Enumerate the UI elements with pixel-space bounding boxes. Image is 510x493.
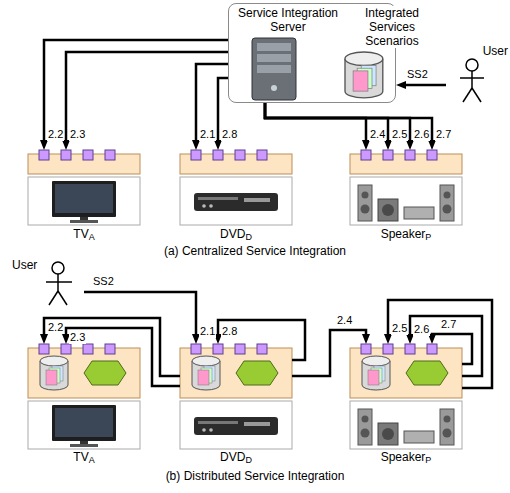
callout-number: 2.1 — [199, 128, 216, 141]
user-figure — [460, 59, 484, 102]
callout-number: 2.7 — [440, 318, 457, 331]
callout-number: 2.3 — [69, 331, 86, 344]
callout-number: 2.8 — [221, 128, 238, 141]
user-figure — [58, 291, 67, 305]
panel-caption: (a) Centralized Service Integration — [0, 244, 510, 258]
device-name: SpeakerP — [350, 450, 462, 464]
user-figure — [46, 262, 72, 305]
service-bar — [180, 150, 292, 174]
callout-number: 2.2 — [47, 321, 64, 334]
subscript: D — [245, 455, 252, 465]
user-figure — [49, 291, 58, 305]
speaker-picture — [358, 409, 454, 445]
device-frame — [180, 177, 292, 225]
device-name: DVDD — [180, 450, 292, 464]
service-bar — [28, 344, 140, 398]
service-bar — [180, 344, 292, 398]
server-icon — [252, 38, 296, 100]
device-name: SpeakerP — [350, 227, 462, 241]
user-figure — [466, 59, 478, 71]
user-label: User — [446, 44, 508, 58]
device-name: DVDD — [180, 227, 292, 241]
callout-number: 2.6 — [413, 323, 430, 336]
callout-number: 2.6 — [413, 128, 430, 141]
internal-call-line — [410, 316, 482, 376]
server-box: Service Integration ServerIntegrated Ser… — [228, 3, 396, 103]
callout-number: 2.4 — [336, 314, 353, 327]
connector — [44, 40, 228, 144]
user-figure — [52, 262, 64, 274]
device-name: TVA — [28, 227, 140, 241]
callout-number: 2.5 — [391, 128, 408, 141]
internal-call-line — [218, 320, 305, 360]
callout-number: 2.4 — [369, 128, 386, 141]
connector — [265, 103, 432, 144]
internal-call-line — [388, 300, 492, 388]
server-icon — [257, 65, 291, 73]
callout-number: 2.1 — [199, 325, 216, 338]
callout-number: 2.5 — [391, 322, 408, 335]
server-name: Service Integration Server — [232, 6, 344, 34]
connector — [265, 103, 366, 144]
connector — [265, 103, 410, 144]
connector — [292, 330, 366, 376]
device-box: SpeakerP — [350, 150, 462, 243]
connector — [402, 84, 446, 87]
callout-number: 2.8 — [221, 325, 238, 338]
speaker-picture — [358, 185, 454, 221]
connector — [44, 318, 180, 376]
device-frame — [350, 177, 462, 225]
service-bar — [350, 344, 462, 398]
subscript: D — [245, 232, 252, 242]
user-figure — [463, 88, 472, 102]
device-frame — [350, 401, 462, 449]
device-frame — [28, 177, 140, 225]
dvd-picture — [194, 417, 278, 435]
callout-number: 2.2 — [47, 128, 64, 141]
connector — [66, 52, 228, 144]
connector — [265, 103, 388, 144]
panel-caption: (b) Distributed Service Integration — [0, 469, 510, 483]
dvd-picture — [194, 193, 278, 211]
callout-number: 2.7 — [435, 128, 452, 141]
callout-number: 2.3 — [69, 128, 86, 141]
device-frame — [28, 401, 140, 449]
user-actor: User — [12, 258, 84, 310]
device-box: DVDD — [180, 344, 292, 466]
tv-picture — [52, 181, 116, 223]
device-name: TVA — [28, 450, 140, 464]
subscript: A — [89, 232, 95, 242]
service-bar — [350, 150, 462, 174]
user-figure — [472, 88, 481, 102]
connector — [84, 292, 196, 338]
callout-number: SS2 — [92, 275, 115, 288]
subscript: A — [89, 455, 95, 465]
service-bar — [28, 150, 140, 174]
connector — [66, 328, 180, 386]
server-icon — [257, 54, 291, 62]
device-box: SpeakerP — [350, 344, 462, 466]
device-box: TVA — [28, 344, 140, 466]
subscript: P — [425, 232, 431, 242]
scenario-database — [345, 52, 383, 98]
user-figure — [471, 71, 473, 88]
server-icon — [271, 85, 277, 91]
callout-number: SS2 — [406, 68, 429, 81]
server-icon — [252, 38, 296, 100]
scenario-store-label: Integrated Services Scenarios — [346, 6, 438, 48]
device-box: TVA — [28, 150, 140, 243]
user-label: User — [12, 258, 52, 272]
server-icon — [257, 43, 291, 51]
device-box: DVDD — [180, 150, 292, 243]
device-frame — [180, 401, 292, 449]
user-actor: User — [446, 44, 508, 104]
internal-call-line — [218, 300, 492, 388]
user-figure — [46, 281, 72, 283]
user-figure — [460, 77, 484, 79]
subscript: P — [425, 455, 431, 465]
tv-picture — [52, 405, 116, 447]
internal-call-line — [432, 334, 472, 364]
